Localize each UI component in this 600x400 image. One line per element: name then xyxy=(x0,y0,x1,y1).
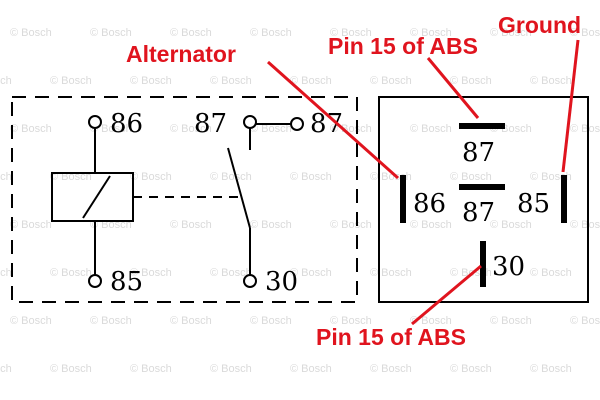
pin15-top-annotation: Pin 15 of ABS xyxy=(328,33,478,59)
watermark-text: © Bosch xyxy=(250,123,292,135)
pin-30-label: 30 xyxy=(492,252,525,282)
watermark-text: © Bosch xyxy=(90,27,132,39)
watermark-text: © Bosch xyxy=(330,219,372,231)
terminal-87-label: 87 xyxy=(194,109,227,139)
watermark-text: © Bosch xyxy=(50,75,92,87)
pin-86-label: 86 xyxy=(413,189,446,219)
watermark-text: © Bosch xyxy=(130,75,172,87)
watermark-text: © Bosch xyxy=(570,219,600,231)
watermark-text: © Bosch xyxy=(570,123,600,135)
watermark-text: © Bosch xyxy=(450,171,492,183)
watermark-text: © Bosch xyxy=(170,219,212,231)
watermark-text: © Bosch xyxy=(210,75,252,87)
watermark-text: © Bosch xyxy=(130,363,172,375)
watermark-text: © Bosch xyxy=(570,27,600,39)
terminal-87-circle xyxy=(243,115,257,129)
watermark-text: © Bosch xyxy=(370,363,412,375)
watermark-text: © Bosch xyxy=(450,75,492,87)
watermark-text: © Bosch xyxy=(290,171,332,183)
watermark-text: © Bosch xyxy=(490,315,532,327)
watermark-text: © Bosch xyxy=(10,27,52,39)
watermark-text: © Bosch xyxy=(490,219,532,231)
pin15-bottom-annotation: Pin 15 of ABS xyxy=(316,324,466,350)
watermark-text: © Bosch xyxy=(0,75,12,87)
watermark-text: © Bosch xyxy=(10,219,52,231)
pin-86-bar xyxy=(400,175,406,223)
pin15-top-leader xyxy=(426,57,480,119)
terminal-30-circle xyxy=(243,274,257,288)
watermark-text: © Bosch xyxy=(530,267,572,279)
switch-blade xyxy=(227,147,251,229)
watermark-text: © Bosch xyxy=(410,27,452,39)
alternator-leader xyxy=(267,60,399,180)
watermark-text: © Bosch xyxy=(130,267,172,279)
watermark-text: © Bosch xyxy=(170,27,212,39)
schematic-dashed-frame xyxy=(11,96,358,303)
annotation-leaders xyxy=(267,39,580,326)
watermark-text: © Bosch xyxy=(450,363,492,375)
relay-socket xyxy=(378,96,589,303)
watermark-text: © Bosch xyxy=(50,267,92,279)
pin-87-top-label: 87 xyxy=(462,138,495,168)
watermark-text: © Bosch xyxy=(290,267,332,279)
watermark-text: © Bosch xyxy=(0,363,12,375)
watermark-text: © Bosch xyxy=(0,267,12,279)
watermark-text: © Bosch xyxy=(250,219,292,231)
watermark-text: © Bosch xyxy=(210,363,252,375)
socket-frame xyxy=(378,96,589,303)
watermark-text: © Bosch xyxy=(50,363,92,375)
watermark-text: © Bosch xyxy=(210,267,252,279)
watermark-text: © Bosch xyxy=(370,75,412,87)
relay-schematic xyxy=(11,96,358,303)
watermark-text: © Bosch xyxy=(410,219,452,231)
watermark-text: © Bosch xyxy=(410,123,452,135)
watermark-text: © Bosch xyxy=(250,315,292,327)
watermark-text: © Bosch xyxy=(570,315,600,327)
pin-85-bar xyxy=(561,175,567,223)
pin-87-center-bar xyxy=(459,184,505,190)
watermark-text: © Bosch xyxy=(10,123,52,135)
watermark-text: © Bosch xyxy=(330,27,372,39)
alternator-annotation: Alternator xyxy=(126,41,236,67)
terminal-86-circle xyxy=(88,115,102,129)
watermark-text: © Bosch xyxy=(290,75,332,87)
watermark-text: © Bosch xyxy=(90,315,132,327)
terminal-85-circle xyxy=(88,274,102,288)
watermark-text: © Bosch xyxy=(290,363,332,375)
ground-annotation: Ground xyxy=(498,12,581,38)
watermark-text: © Bosch xyxy=(170,123,212,135)
watermark-text: © Bosch xyxy=(370,267,412,279)
pin-87-center-label: 87 xyxy=(462,198,495,228)
watermark-text: © Bosch xyxy=(210,171,252,183)
watermark-text: © Bosch xyxy=(490,27,532,39)
terminal-85-label: 85 xyxy=(110,267,143,297)
watermark-text: © Bosch xyxy=(530,75,572,87)
watermark-text: © Bosch xyxy=(330,315,372,327)
watermark-layer: © Bosch © Bosch © Bosch © Bosch © Bosch © Bos… xyxy=(0,27,600,375)
watermark-text: © Bosch xyxy=(0,171,12,183)
pin-87-top-bar xyxy=(459,123,505,129)
watermark-text: © Bosch xyxy=(250,27,292,39)
watermark-text: © Bosch xyxy=(530,363,572,375)
pin-85-label: 85 xyxy=(517,189,550,219)
watermark-text: © Bosch xyxy=(170,315,212,327)
watermark-text: © Bosch xyxy=(10,315,52,327)
coil-slash xyxy=(82,175,111,219)
terminal-86-label: 86 xyxy=(110,109,143,139)
pin15-bottom-leader xyxy=(411,264,482,326)
ground-leader xyxy=(561,39,580,173)
watermark-text: © Bosch xyxy=(130,171,172,183)
terminal-87a-circle xyxy=(290,117,304,131)
pin-30-bar xyxy=(480,241,486,287)
terminal-30-label: 30 xyxy=(265,267,298,297)
